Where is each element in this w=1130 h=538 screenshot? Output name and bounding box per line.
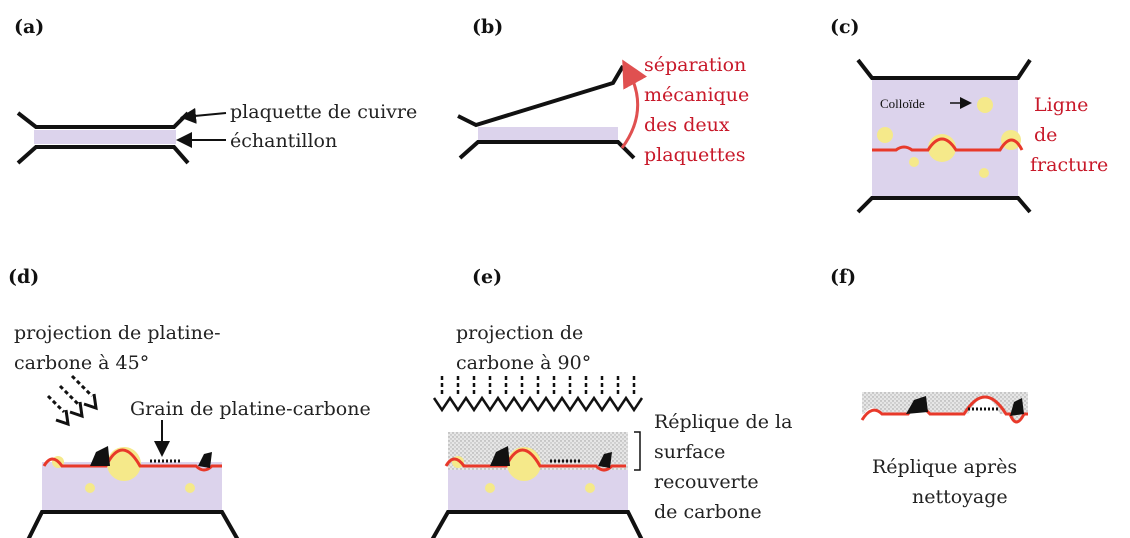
separation-arrow xyxy=(620,59,648,149)
top-copper-plate xyxy=(856,58,1032,80)
fracture-label-line3: fracture xyxy=(1030,154,1109,176)
projection-90-line2: carbone à 90° xyxy=(456,352,592,374)
colloid-particle xyxy=(107,447,141,481)
projection-45-line2: carbone à 45° xyxy=(14,352,150,374)
bottom-copper-plate xyxy=(16,145,190,165)
bottom-copper-plate xyxy=(26,510,240,538)
panel-c-label: (c) xyxy=(830,16,860,38)
separation-label-line3: des deux xyxy=(644,114,730,136)
separation-label-line4: plaquettes xyxy=(644,144,746,166)
plate-pointer-arrow xyxy=(180,107,227,124)
panel-a-label: (a) xyxy=(14,16,45,38)
platinum-shadow-deposit xyxy=(490,446,510,466)
separation-label-line1: séparation xyxy=(644,54,747,76)
panel-d-label: (d) xyxy=(8,266,40,288)
colloid-particle xyxy=(85,483,95,493)
replica-red-surface xyxy=(860,395,1028,424)
colloid-particle xyxy=(977,97,993,113)
bottom-copper-plate xyxy=(430,510,644,538)
panel-b-label: (b) xyxy=(472,16,504,38)
colloid-particle xyxy=(877,127,893,143)
sample-layer xyxy=(34,130,176,144)
platinum-shadow-deposit xyxy=(90,446,110,466)
carbon-replica xyxy=(862,392,1028,421)
platinum-shadow-deposit xyxy=(198,452,212,468)
copper-plate-label: plaquette de cuivre xyxy=(230,101,418,123)
fracture-surface xyxy=(42,448,222,472)
sample-layer xyxy=(478,127,618,140)
sample-block xyxy=(448,470,628,512)
grain-label: Grain de platine-carbone xyxy=(130,398,371,420)
sample-label: échantillon xyxy=(230,130,338,152)
projection-90-arrows xyxy=(432,376,644,413)
platinum-shadow-deposit xyxy=(906,396,928,414)
replica-bracket xyxy=(634,431,641,471)
bottom-copper-plate xyxy=(856,196,1032,214)
replica-label-line3: recouverte xyxy=(654,471,759,493)
panel-c xyxy=(856,58,1032,214)
colloid-particle xyxy=(585,483,595,493)
panel-f xyxy=(860,392,1028,424)
separation-label-line2: mécanique xyxy=(644,84,750,106)
replica-label-line4: de carbone xyxy=(654,501,762,523)
colloid-particle xyxy=(185,483,195,493)
replica-label-line1: Réplique de la xyxy=(654,411,793,433)
clean-replica-line2: nettoyage xyxy=(912,486,1008,508)
panel-b xyxy=(457,59,648,160)
panel-e xyxy=(430,376,644,538)
clean-replica-line1: Réplique après xyxy=(872,456,1018,478)
panel-e-label: (e) xyxy=(472,266,503,288)
colloid-particle xyxy=(507,447,541,481)
panel-f-label: (f) xyxy=(830,266,857,288)
platinum-shadow-deposit xyxy=(598,452,612,468)
colloid-particle xyxy=(909,157,919,167)
fracture-line xyxy=(872,137,1024,152)
bottom-copper-plate xyxy=(458,140,636,160)
fracture-surface xyxy=(444,448,626,472)
colloid-particle xyxy=(979,168,989,178)
panel-d xyxy=(26,374,240,538)
fracture-label-line2: de xyxy=(1034,124,1058,146)
replica-label-line2: surface xyxy=(654,441,726,463)
top-copper-plate xyxy=(16,111,190,129)
fracture-label-line1: Ligne xyxy=(1034,94,1089,116)
projection-90-line1: projection de xyxy=(456,322,584,344)
colloid-label: Colloïde xyxy=(880,96,925,111)
lifted-copper-plate xyxy=(457,64,625,128)
projection-45-line1: projection de platine- xyxy=(14,322,221,344)
platinum-shadow-deposit xyxy=(1010,398,1024,416)
projection-45-arrows xyxy=(46,374,98,427)
colloid-particle xyxy=(485,483,495,493)
panel-a xyxy=(16,107,227,165)
